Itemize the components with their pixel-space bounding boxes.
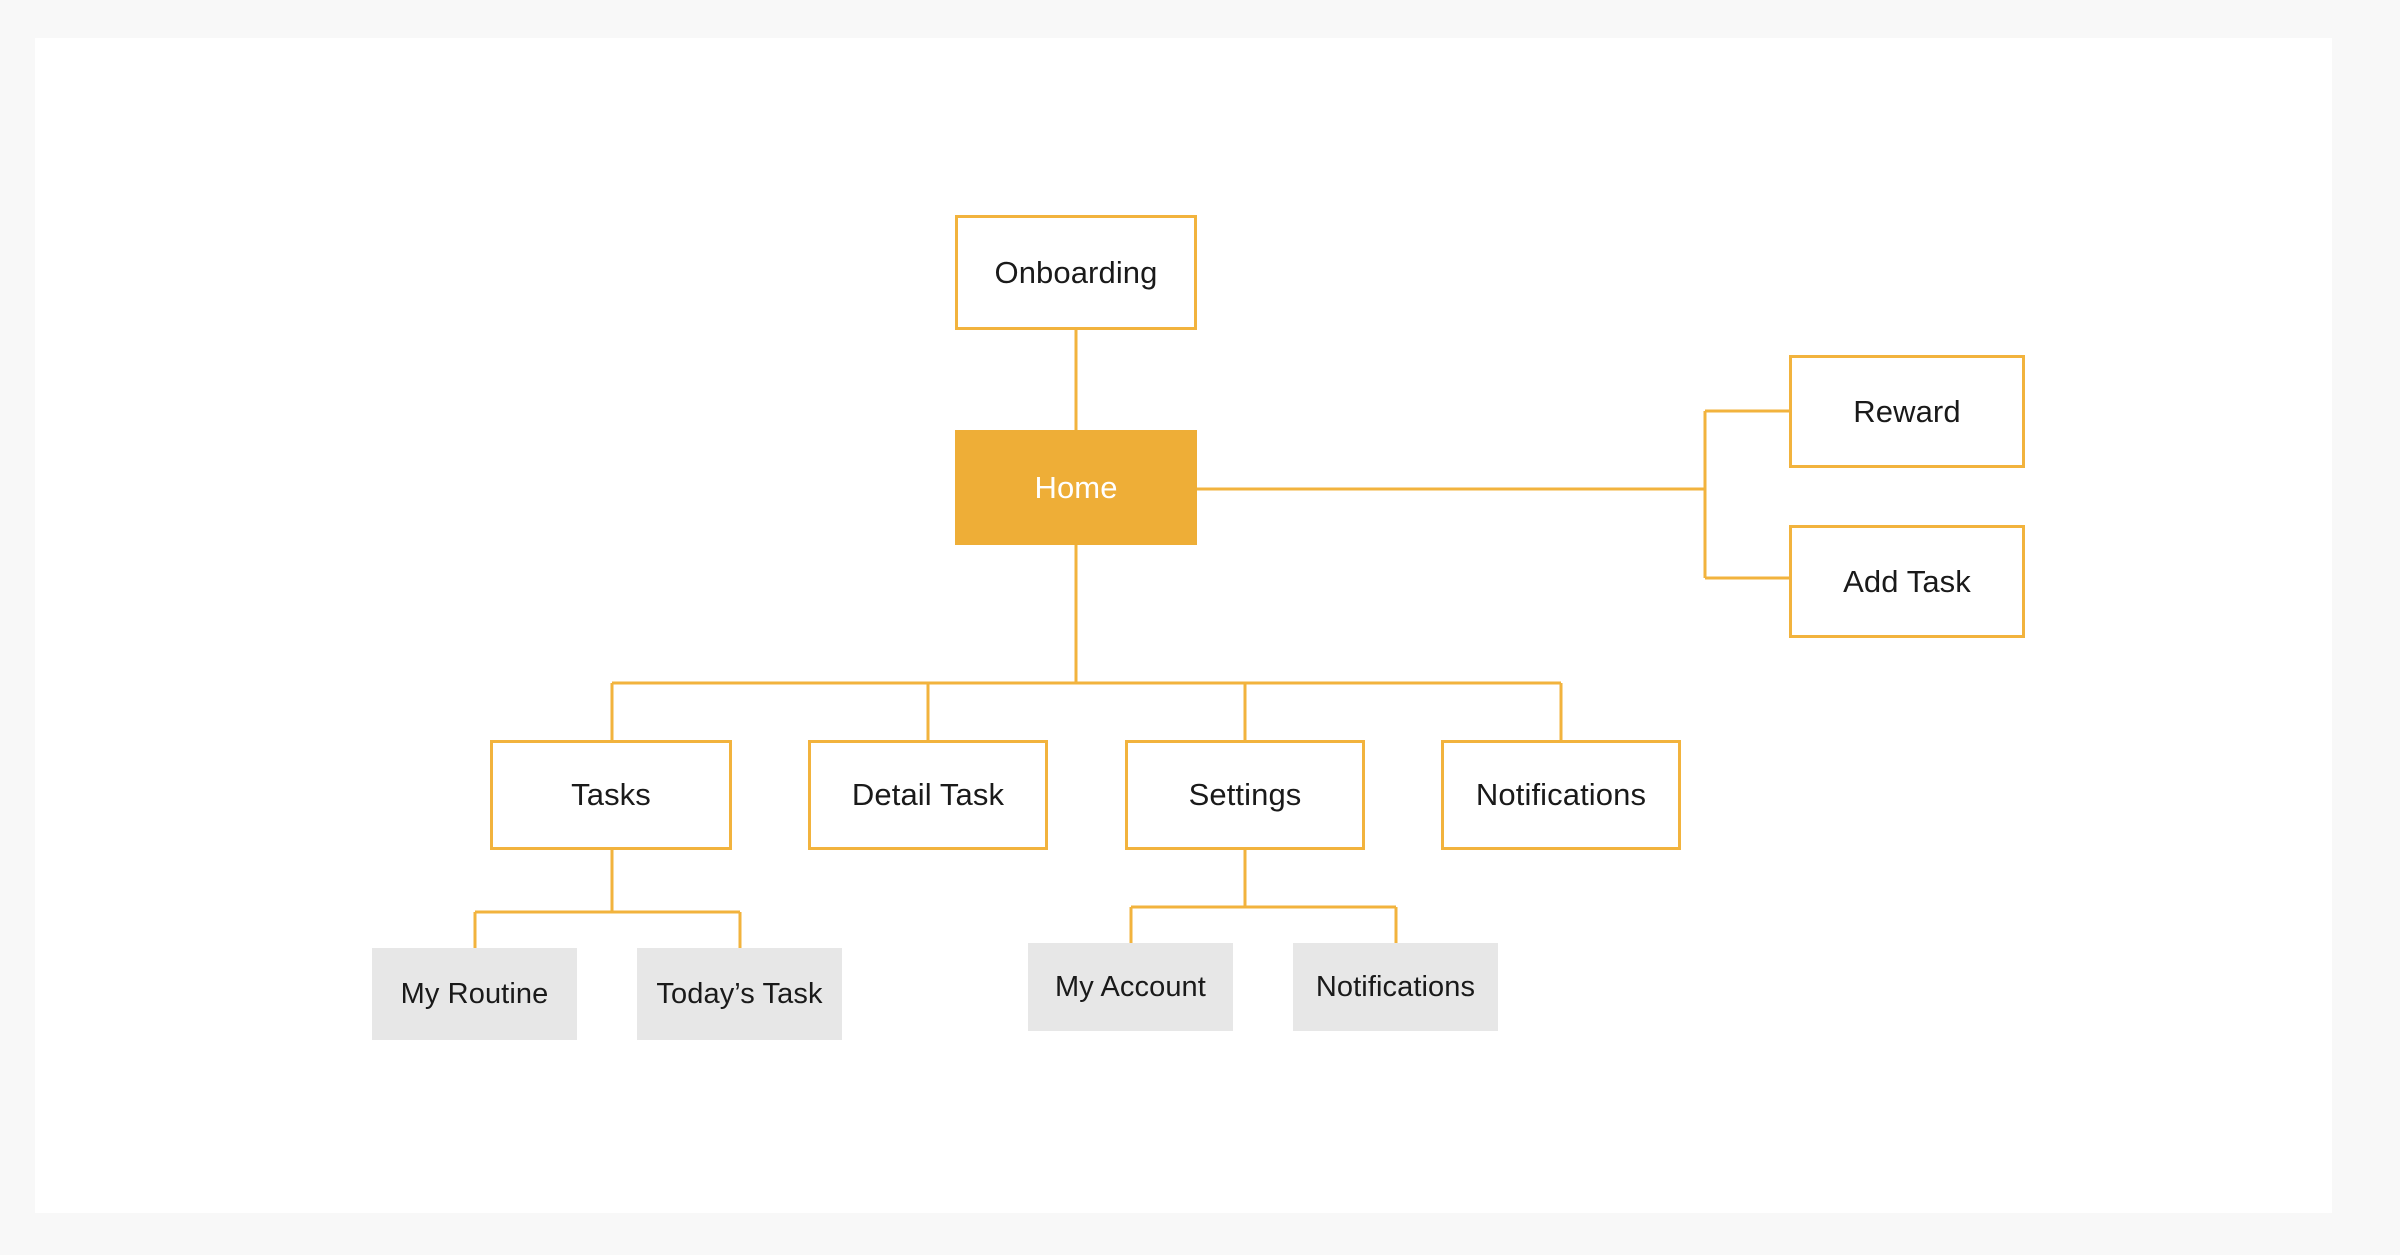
connector-layer: [473, 330, 1789, 948]
sitemap-node-notifications[interactable]: Notifications: [1441, 740, 1681, 850]
sitemap-node-my-account[interactable]: My Account: [1028, 943, 1233, 1031]
sitemap-node-label: Onboarding: [994, 254, 1158, 290]
sitemap-node-label: Settings: [1188, 777, 1302, 813]
sitemap-node-home[interactable]: Home: [955, 430, 1197, 545]
sitemap-node-reward[interactable]: Reward: [1789, 355, 2025, 468]
sitemap-node-detail-task[interactable]: Detail Task: [808, 740, 1048, 850]
sitemap-node-label: Today’s Task: [656, 977, 823, 1010]
sitemap-node-settings-notifications[interactable]: Notifications: [1293, 943, 1498, 1031]
sitemap-node-tasks[interactable]: Tasks: [490, 740, 732, 850]
sitemap-node-label: Reward: [1853, 393, 1961, 429]
sitemap-node-add-task[interactable]: Add Task: [1789, 525, 2025, 638]
sitemap-node-label: Notifications: [1315, 970, 1476, 1003]
sitemap-node-label: Home: [1034, 469, 1118, 505]
sitemap-node-label: My Account: [1055, 970, 1206, 1003]
sitemap-node-settings[interactable]: Settings: [1125, 740, 1365, 850]
sitemap-node-label: Notifications: [1475, 777, 1647, 813]
sitemap-node-todays-task[interactable]: Today’s Task: [637, 948, 842, 1040]
sitemap-node-label: Detail Task: [851, 777, 1005, 813]
sitemap-node-label: Tasks: [571, 777, 651, 813]
sitemap-node-label: My Routine: [400, 977, 549, 1010]
sitemap-node-label: Add Task: [1843, 563, 1971, 599]
sitemap-node-onboarding[interactable]: Onboarding: [955, 215, 1197, 330]
sitemap-node-my-routine[interactable]: My Routine: [372, 948, 577, 1040]
